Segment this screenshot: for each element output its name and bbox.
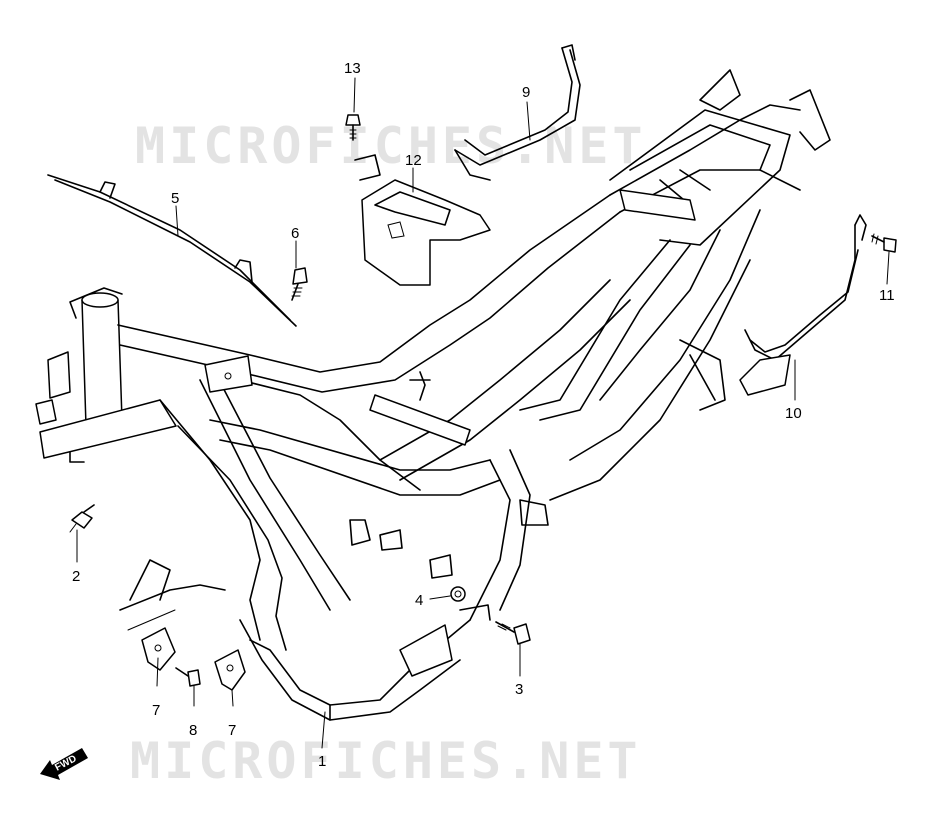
callout-3: 3 (515, 681, 523, 698)
bolt-part-3[interactable] (495, 621, 531, 645)
callout-9: 9 (522, 84, 530, 101)
bolt-part-13[interactable] (345, 114, 361, 141)
callout-5: 5 (171, 190, 179, 207)
callout-12: 12 (405, 152, 422, 169)
battery-holder-part-12[interactable] (354, 154, 491, 286)
upper-bracket-part-9[interactable] (454, 44, 581, 181)
bolt-part-8[interactable] (175, 667, 201, 687)
bolt-part-6[interactable] (291, 267, 308, 301)
callout-10: 10 (785, 405, 802, 422)
rear-bracket-part-10[interactable] (739, 214, 867, 396)
main-frame[interactable] (35, 69, 831, 721)
callout-8: 8 (189, 722, 197, 739)
grommet-part-4[interactable] (450, 586, 466, 602)
fwd-arrow-badge: FWD (40, 748, 88, 780)
side-rail-part-5[interactable] (47, 174, 297, 327)
callout-13: 13 (344, 60, 361, 77)
bolt-part-11[interactable] (871, 233, 897, 253)
callout-11: 11 (879, 287, 895, 304)
watermark-bottom: MICROFICHES.NET (130, 732, 642, 790)
watermark-top: MICROFICHES.NET (135, 117, 647, 175)
callout-1: 1 (318, 753, 326, 770)
callout-6: 6 (291, 225, 299, 242)
callout-7-right: 7 (228, 722, 236, 739)
plate-part-7-left[interactable] (141, 627, 176, 671)
callout-4: 4 (415, 592, 423, 609)
callout-7-left: 7 (152, 702, 160, 719)
callout-2: 2 (72, 568, 80, 585)
bolt-part-2[interactable] (69, 504, 95, 533)
fwd-label: FWD (53, 753, 78, 773)
leader-lines (76, 77, 890, 749)
plate-part-7-right[interactable] (214, 649, 246, 691)
